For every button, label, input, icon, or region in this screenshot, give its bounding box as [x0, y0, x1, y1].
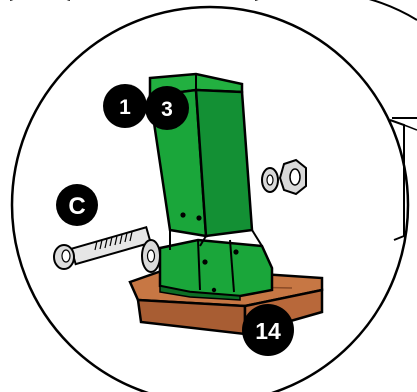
callout-part-3-label: 3 [161, 98, 173, 121]
callout-part-14: 14 [242, 304, 294, 356]
callout-step-c-label: C [68, 193, 85, 220]
bracket-base [160, 240, 272, 300]
callout-part-14-label: 14 [255, 318, 281, 344]
right-washer-icon [262, 168, 278, 192]
washer-icon [142, 240, 160, 272]
callout-part-1: 1 [103, 84, 147, 128]
callout-part-1-label: 1 [119, 96, 131, 119]
nut-icon [280, 160, 306, 194]
callout-part-3: 3 [145, 86, 189, 130]
callout-step-c: C [56, 184, 98, 226]
